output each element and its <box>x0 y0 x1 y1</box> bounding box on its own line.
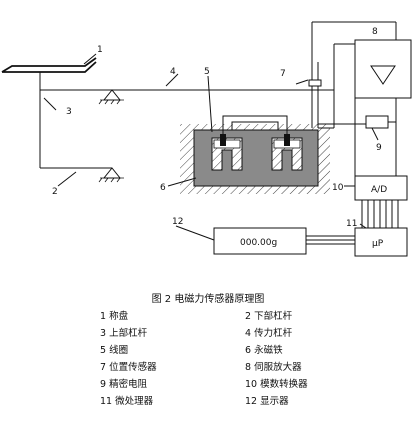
part-number-5: 5 <box>204 67 210 77</box>
position-sensor <box>308 79 322 87</box>
legend-number: 6 <box>245 345 252 356</box>
legend-item-4: 4 传力杠杆 <box>245 327 380 341</box>
legend-text: 微处理器 <box>112 396 154 407</box>
part-number-11: 11 <box>346 219 357 229</box>
lower-pivot <box>102 167 122 179</box>
legend-text: 精密电阻 <box>106 379 148 390</box>
part-number-7: 7 <box>280 69 286 79</box>
legend-item-8: 8 伺服放大器 <box>245 361 380 375</box>
part-number-2: 2 <box>52 187 58 197</box>
legend-text: 永磁铁 <box>251 345 283 356</box>
legend-text: 显示器 <box>257 396 289 407</box>
legend-number: 2 <box>245 311 252 322</box>
legend-item-12: 12 显示器 <box>245 395 380 409</box>
legend-number: 5 <box>100 345 107 356</box>
legend-number: 9 <box>100 379 107 390</box>
legend-text: 上部杠杆 <box>106 328 148 339</box>
amplifier-triangle <box>370 65 396 85</box>
legend-item-9: 9 精密电阻 <box>100 378 245 392</box>
precision-resistor <box>365 115 389 129</box>
legend-item-11: 11 微处理器 <box>100 395 245 409</box>
part-number-1: 1 <box>97 45 103 55</box>
part-number-4: 4 <box>170 67 176 77</box>
display-reading: 000.00g <box>240 238 277 248</box>
legend-number: 10 <box>245 379 258 390</box>
legend-item-5: 5 线圈 <box>100 344 245 358</box>
upper-pivot <box>102 89 122 101</box>
legend-item-10: 10 模数转换器 <box>245 378 380 392</box>
ad-converter <box>354 175 408 201</box>
servo-amplifier <box>354 39 412 99</box>
legend-number: 3 <box>100 328 107 339</box>
legend-number: 8 <box>245 362 252 373</box>
legend-number: 1 <box>100 311 107 322</box>
legend-item-1: 1 称盘 <box>100 310 245 324</box>
legend-text: 传力杠杆 <box>251 328 293 339</box>
part-number-10: 10 <box>332 183 344 193</box>
part-number-3: 3 <box>66 107 72 117</box>
microprocessor-label: μP <box>372 239 384 249</box>
legend-item-3: 3 上部杠杆 <box>100 327 245 341</box>
legend-text: 伺服放大器 <box>251 362 302 373</box>
legend-text: 位置传感器 <box>106 362 157 373</box>
part-number-8: 8 <box>372 27 378 37</box>
part-number-12: 12 <box>172 217 183 227</box>
permanent-magnet <box>193 129 319 187</box>
coil-frame <box>222 115 288 134</box>
legend-item-2: 2 下部杠杆 <box>245 310 380 324</box>
legend-item-6: 6 永磁铁 <box>245 344 380 358</box>
part-number-6: 6 <box>160 183 166 193</box>
legend-text: 下部杠杆 <box>251 311 293 322</box>
figure-caption: 图 2 电磁力传感器原理图 <box>151 294 265 305</box>
legend-number: 12 <box>245 396 258 407</box>
legend-text: 模数转换器 <box>257 379 308 390</box>
legend-number: 4 <box>245 328 252 339</box>
legend-text: 线圈 <box>106 345 129 356</box>
electromagnetic-force-sensor-diagram: A/D μP 000.00g 1 2 3 4 5 <box>1 21 412 257</box>
coil-right <box>284 134 290 146</box>
legend-number: 7 <box>100 362 107 373</box>
microprocessor <box>354 227 408 257</box>
part-number-9: 9 <box>376 143 382 153</box>
weighing-pan <box>1 57 97 73</box>
ad-converter-label: A/D <box>371 185 387 195</box>
coil-left <box>220 134 226 146</box>
legend-text: 称盘 <box>106 311 129 322</box>
display <box>213 227 307 255</box>
legend-item-7: 7 位置传感器 <box>100 361 245 375</box>
legend-number: 11 <box>100 396 113 407</box>
